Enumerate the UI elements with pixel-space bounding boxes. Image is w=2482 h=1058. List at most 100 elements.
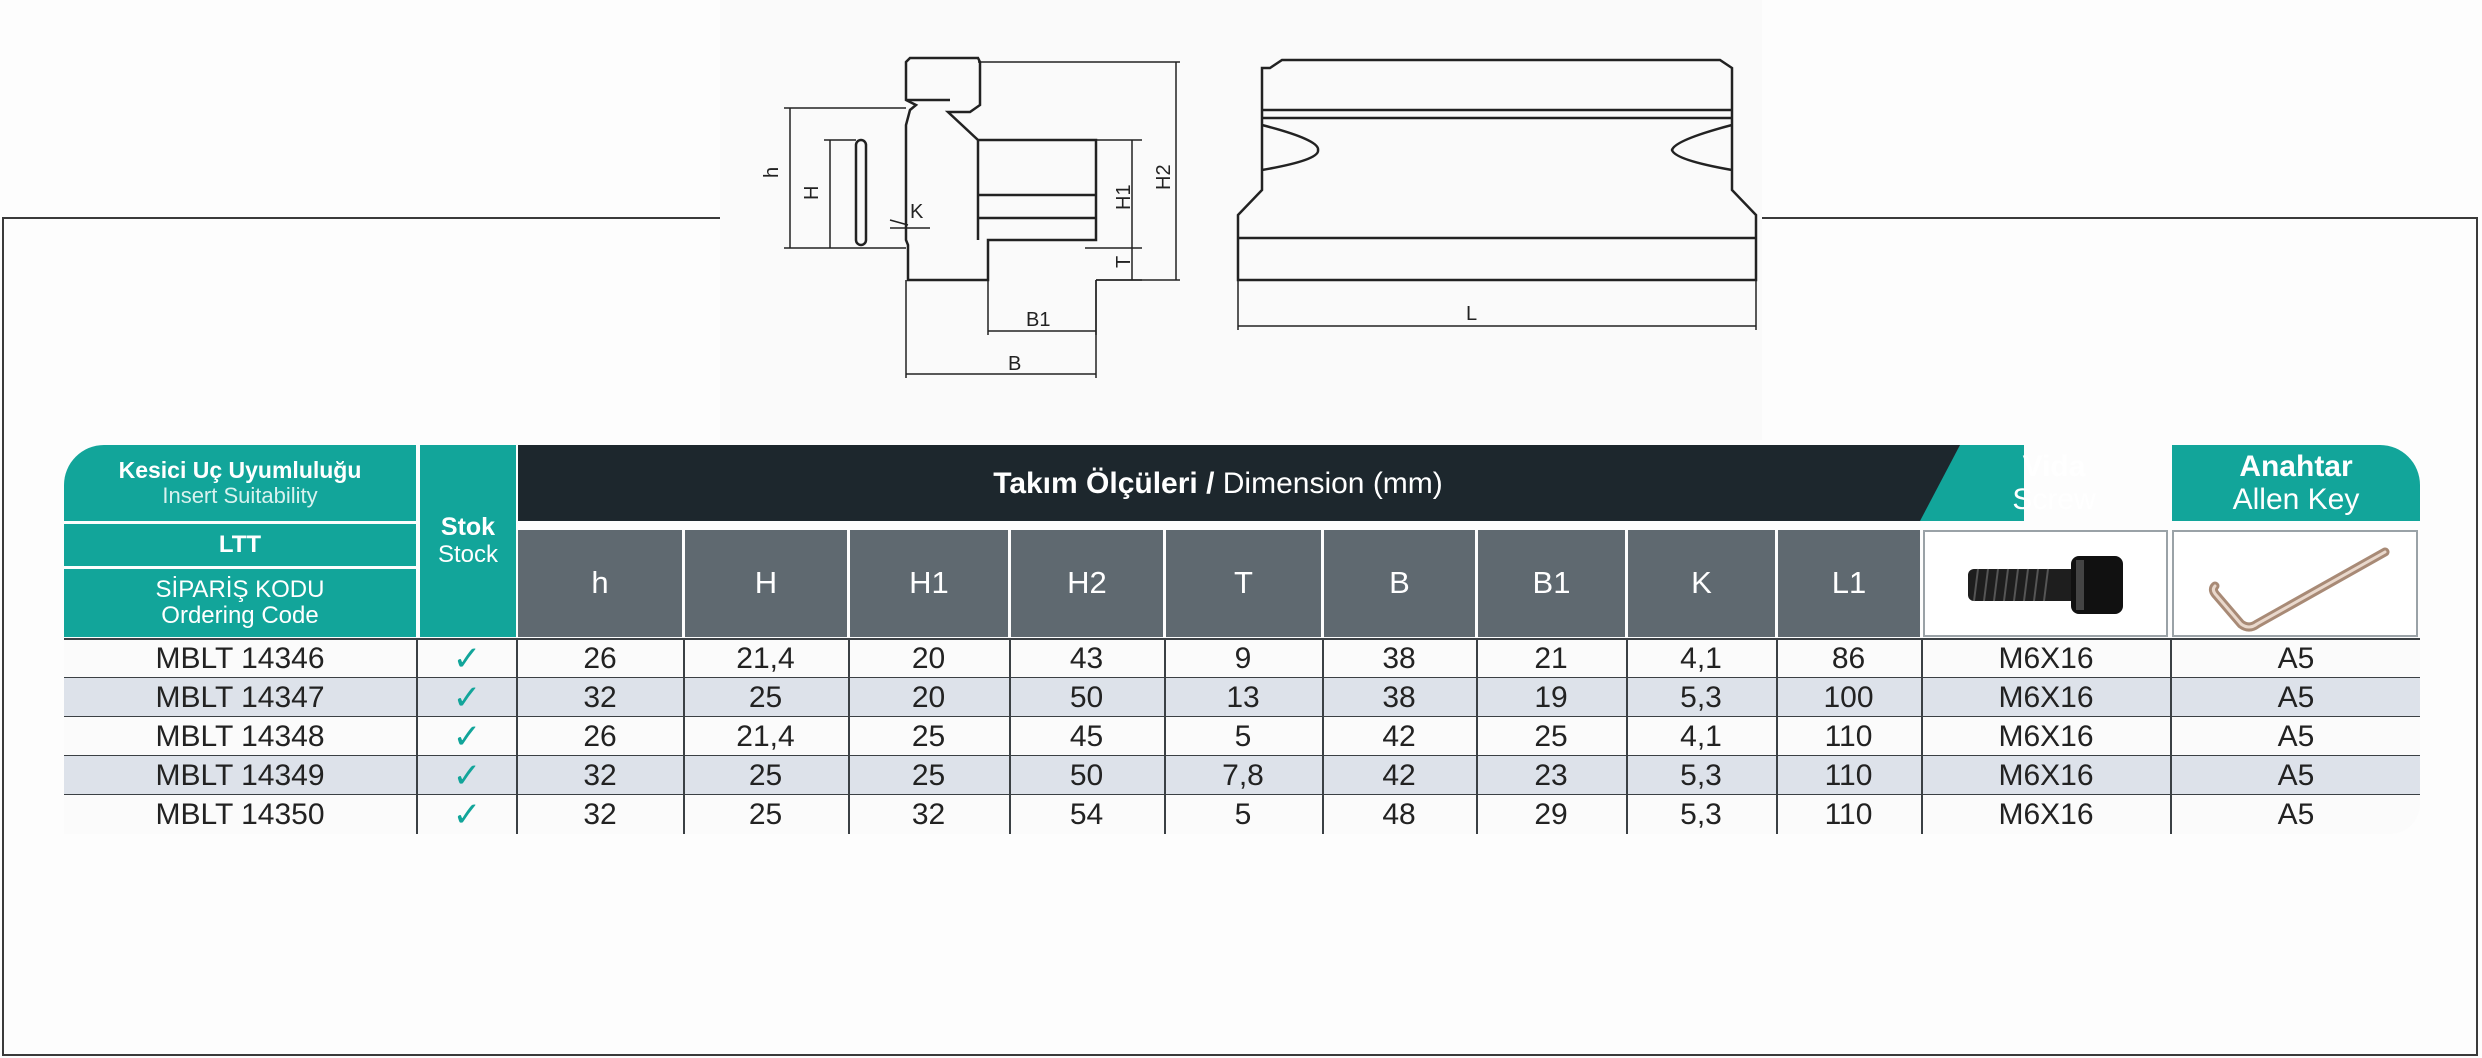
cell-l1: 86 bbox=[1831, 641, 1866, 675]
col-B-label: B bbox=[1389, 565, 1410, 601]
cell-h: 21,4 bbox=[736, 641, 795, 675]
stock-title: Stok bbox=[440, 513, 496, 542]
cell-k: 5,3 bbox=[1680, 797, 1722, 831]
dim-label-T: T bbox=[1113, 256, 1135, 268]
column-divider bbox=[1626, 639, 1628, 834]
cell-k: 5,3 bbox=[1680, 758, 1722, 792]
column-divider bbox=[1009, 639, 1011, 834]
cell-b1: 19 bbox=[1534, 680, 1568, 714]
cell-screw: M6X16 bbox=[1998, 719, 2094, 753]
cell-l1: 110 bbox=[1824, 758, 1873, 792]
cell-code: MBLT 14346 bbox=[155, 641, 325, 675]
technical-drawing: h H K H1 T H2 B1 B L bbox=[761, 56, 1758, 378]
column-divider bbox=[1776, 639, 1778, 834]
dim-label-L: L bbox=[1466, 303, 1477, 325]
insert-suitability-title: Kesici Uç Uyumluluğu bbox=[118, 457, 362, 484]
table-row bbox=[64, 678, 2420, 717]
front-view-outline bbox=[1236, 58, 1758, 282]
cell-h2: 43 bbox=[1069, 641, 1104, 675]
dim-label-H: H bbox=[801, 186, 823, 200]
cell-h1: 20 bbox=[911, 680, 946, 714]
table-row bbox=[64, 639, 2420, 678]
cell-t: 5 bbox=[1234, 719, 1252, 753]
cell-h: 25 bbox=[748, 797, 783, 831]
stock-subtitle: Stock bbox=[437, 540, 499, 568]
cell-screw: M6X16 bbox=[1998, 641, 2094, 675]
cell-code: MBLT 14347 bbox=[155, 680, 325, 714]
cell-screw: M6X16 bbox=[1998, 797, 2094, 831]
cell-b1: 23 bbox=[1534, 758, 1568, 792]
allen-key-image-box bbox=[2172, 530, 2418, 637]
dimension-title-rest: Dimension (mm) bbox=[1214, 466, 1443, 500]
column-divider bbox=[683, 639, 685, 834]
drawing-background bbox=[720, 0, 1762, 440]
table-row bbox=[64, 795, 2420, 834]
cell-key: A5 bbox=[2277, 758, 2315, 792]
column-divider bbox=[1921, 639, 1923, 834]
check-icon: ✓ bbox=[452, 678, 482, 717]
cell-b: 42 bbox=[1382, 758, 1416, 792]
table-row bbox=[64, 717, 2420, 756]
col-header-H: H bbox=[685, 530, 847, 637]
column-divider bbox=[2170, 639, 2172, 834]
col-H2-label: H2 bbox=[1067, 565, 1107, 601]
cell-b: 38 bbox=[1382, 680, 1416, 714]
cell-key: A5 bbox=[2277, 719, 2315, 753]
cell-code: MBLT 14348 bbox=[155, 719, 325, 753]
cell-t: 9 bbox=[1234, 641, 1252, 675]
cell-h2: 45 bbox=[1069, 719, 1104, 753]
cell-h1: 32 bbox=[911, 797, 946, 831]
cell-b1: 21 bbox=[1534, 641, 1568, 675]
col-header-B: B bbox=[1324, 530, 1475, 637]
screw-image-box bbox=[1923, 530, 2168, 637]
col-B1-label: B1 bbox=[1532, 565, 1571, 601]
column-divider bbox=[1476, 639, 1478, 834]
col-header-H2: H2 bbox=[1011, 530, 1163, 637]
dim-label-h: h bbox=[761, 167, 783, 178]
ordering-code-header: SİPARİŞ KODU Ordering Code bbox=[64, 569, 416, 637]
ordering-code-title: SİPARİŞ KODU bbox=[155, 575, 325, 603]
dimension-banner bbox=[518, 445, 1964, 521]
cell-h: 32 bbox=[583, 758, 617, 792]
dim-label-B: B bbox=[1008, 353, 1021, 375]
col-header-B1: B1 bbox=[1478, 530, 1625, 637]
cell-b1: 29 bbox=[1534, 797, 1568, 831]
cell-key: A5 bbox=[2277, 797, 2315, 831]
col-L1-label: L1 bbox=[1831, 565, 1867, 601]
cell-h: 32 bbox=[583, 797, 617, 831]
cell-h1: 25 bbox=[911, 758, 946, 792]
cell-t: 5 bbox=[1234, 797, 1252, 831]
product-table: Kesici Uç Uyumluluğu Insert Suitability … bbox=[64, 445, 2420, 834]
cell-l1: 100 bbox=[1823, 680, 1874, 714]
col-header-H1: H1 bbox=[850, 530, 1008, 637]
cell-b: 42 bbox=[1382, 719, 1416, 753]
side-view-outline bbox=[904, 56, 1098, 282]
cell-h2: 50 bbox=[1069, 758, 1104, 792]
col-header-K: K bbox=[1628, 530, 1775, 637]
col-T-label: T bbox=[1234, 565, 1253, 601]
cell-h: 21,4 bbox=[736, 719, 795, 753]
column-divider bbox=[1322, 639, 1324, 834]
col-header-L1: L1 bbox=[1778, 530, 1920, 637]
cell-h2: 50 bbox=[1069, 680, 1104, 714]
column-divider bbox=[848, 639, 850, 834]
cell-screw: M6X16 bbox=[1998, 758, 2094, 792]
screw-header: Vida Screw bbox=[1954, 445, 2154, 521]
column-divider bbox=[516, 639, 518, 834]
cell-h1: 20 bbox=[911, 641, 946, 675]
cell-code: MBLT 14349 bbox=[155, 758, 325, 792]
screw-title: Vida bbox=[2022, 450, 2086, 483]
cell-b1: 25 bbox=[1534, 719, 1568, 753]
allen-key-header: Anahtar Allen Key bbox=[2172, 445, 2420, 521]
cell-k: 4,1 bbox=[1680, 719, 1722, 753]
dimension-title: Takım Ölçüleri / Dimension (mm) bbox=[518, 445, 1918, 521]
cell-l1: 110 bbox=[1824, 719, 1873, 753]
cell-h: 26 bbox=[583, 719, 617, 753]
cell-h: 25 bbox=[748, 680, 783, 714]
col-header-h: h bbox=[518, 530, 682, 637]
col-H1-label: H1 bbox=[909, 565, 949, 601]
ordering-code-subtitle: Ordering Code bbox=[161, 602, 319, 629]
table-row bbox=[64, 756, 2420, 795]
cell-b: 38 bbox=[1382, 641, 1416, 675]
cell-t: 13 bbox=[1226, 680, 1260, 714]
